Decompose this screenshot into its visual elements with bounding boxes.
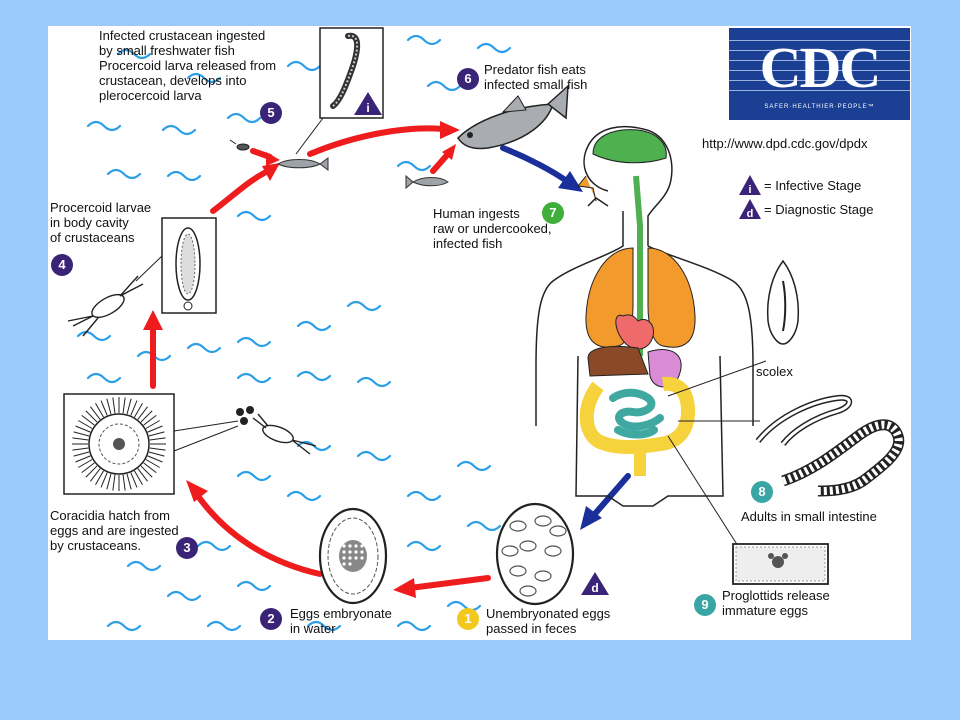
small-intestine: [609, 388, 664, 439]
heart: [615, 314, 655, 350]
cdc-tagline: SAFER·HEALTHIER·PEOPLE™: [764, 104, 875, 110]
stage-6-label: Predator fish eats infected small fish: [484, 62, 588, 92]
copepod-4: [67, 275, 144, 337]
pointer-lines: [667, 360, 767, 547]
life-cycle-artwork: i d: [63, 27, 905, 632]
infective-badge: i: [354, 92, 382, 115]
cdc-logo-text: CDC: [759, 35, 882, 100]
stage-5-label: Infected crustacean ingested by small fr…: [99, 28, 277, 103]
stage-7-number: 7: [542, 202, 564, 224]
diagram-panel: i d CDC SAFER·HEALTHIER·PEOPLE™ http://w…: [48, 26, 911, 640]
procercoid-box: [135, 217, 217, 314]
stage-3-label: Coracidia hatch from eggs and are ingest…: [50, 508, 179, 553]
stage-7-label: Human ingests raw or undercooked, infect…: [433, 206, 552, 251]
arrow-5-to-6: [307, 125, 446, 157]
legend-infective-label: = Infective Stage: [764, 178, 862, 193]
stage-4-label: Procercoid larvae in body cavity of crus…: [50, 200, 152, 245]
arrow-1-to-2: [407, 575, 491, 591]
arrow-4-to-5: [210, 168, 271, 214]
human-arrows: [500, 145, 631, 519]
scolex: [766, 259, 800, 345]
small-fish-5: [276, 157, 329, 171]
svg-text:d: d: [747, 208, 754, 220]
cdc-logo: CDC SAFER·HEALTHIER·PEOPLE™: [729, 28, 910, 120]
nose-mouth: [577, 175, 597, 202]
stage-2-number: 2: [260, 608, 282, 630]
tiny-crustacean: [229, 139, 250, 151]
stage-3-number: 3: [176, 537, 198, 559]
stage-5-number: 5: [260, 102, 282, 124]
stage-9-label: Proglottids release immature eggs: [722, 588, 830, 618]
stage-8-label: Adults in small intestine: [741, 509, 877, 524]
arrow-small-fish-to-6: [430, 151, 451, 174]
unembryonated-egg: [495, 502, 575, 606]
diagnostic-badge: d: [581, 572, 609, 595]
arrow-6-to-7: [500, 145, 571, 185]
stage-6-number: 6: [457, 68, 479, 90]
right-lung: [647, 247, 696, 348]
proglottid-box: [732, 543, 829, 585]
copepod-3: [252, 413, 317, 455]
stage-1-number: 1: [457, 608, 479, 630]
legend-diagnostic-label: = Diagnostic Stage: [764, 202, 874, 217]
predator-fish: [457, 84, 569, 150]
large-intestine: [579, 376, 695, 455]
stage-8-number: 8: [751, 481, 773, 503]
adult-tapeworm: [755, 394, 905, 497]
stage-2-label: Eggs embryonate in water: [290, 606, 392, 636]
source-url: http://www.dpd.cdc.gov/dpdx: [702, 136, 868, 151]
coracidium-box: [63, 393, 239, 495]
small-fish-6: [405, 174, 449, 190]
legend-diagnostic-icon: d: [739, 199, 761, 220]
arrow-2-to-3: [195, 493, 323, 577]
cycle-arrowheads: [143, 121, 460, 598]
legend-infective-icon: i: [739, 175, 761, 196]
embryonating-egg: [318, 507, 388, 605]
infective-badge-letter: i: [366, 101, 369, 115]
stage-9-number: 9: [694, 594, 716, 616]
human-body: [535, 125, 754, 507]
coracidia-dots: [236, 406, 254, 425]
esophagus: [633, 175, 643, 356]
blue-arrowheads: [558, 171, 602, 530]
stage-4-number: 4: [51, 254, 73, 276]
diagnostic-badge-letter: d: [591, 581, 598, 595]
cycle-arrows: [150, 125, 491, 591]
arrow-9-to-1: [590, 473, 631, 519]
stage-1-label: Unembryonated eggs passed in feces: [486, 606, 611, 636]
liver: [587, 345, 649, 377]
svg-text:i: i: [748, 184, 751, 196]
scolex-label: scolex: [756, 364, 793, 379]
brain: [592, 129, 667, 164]
